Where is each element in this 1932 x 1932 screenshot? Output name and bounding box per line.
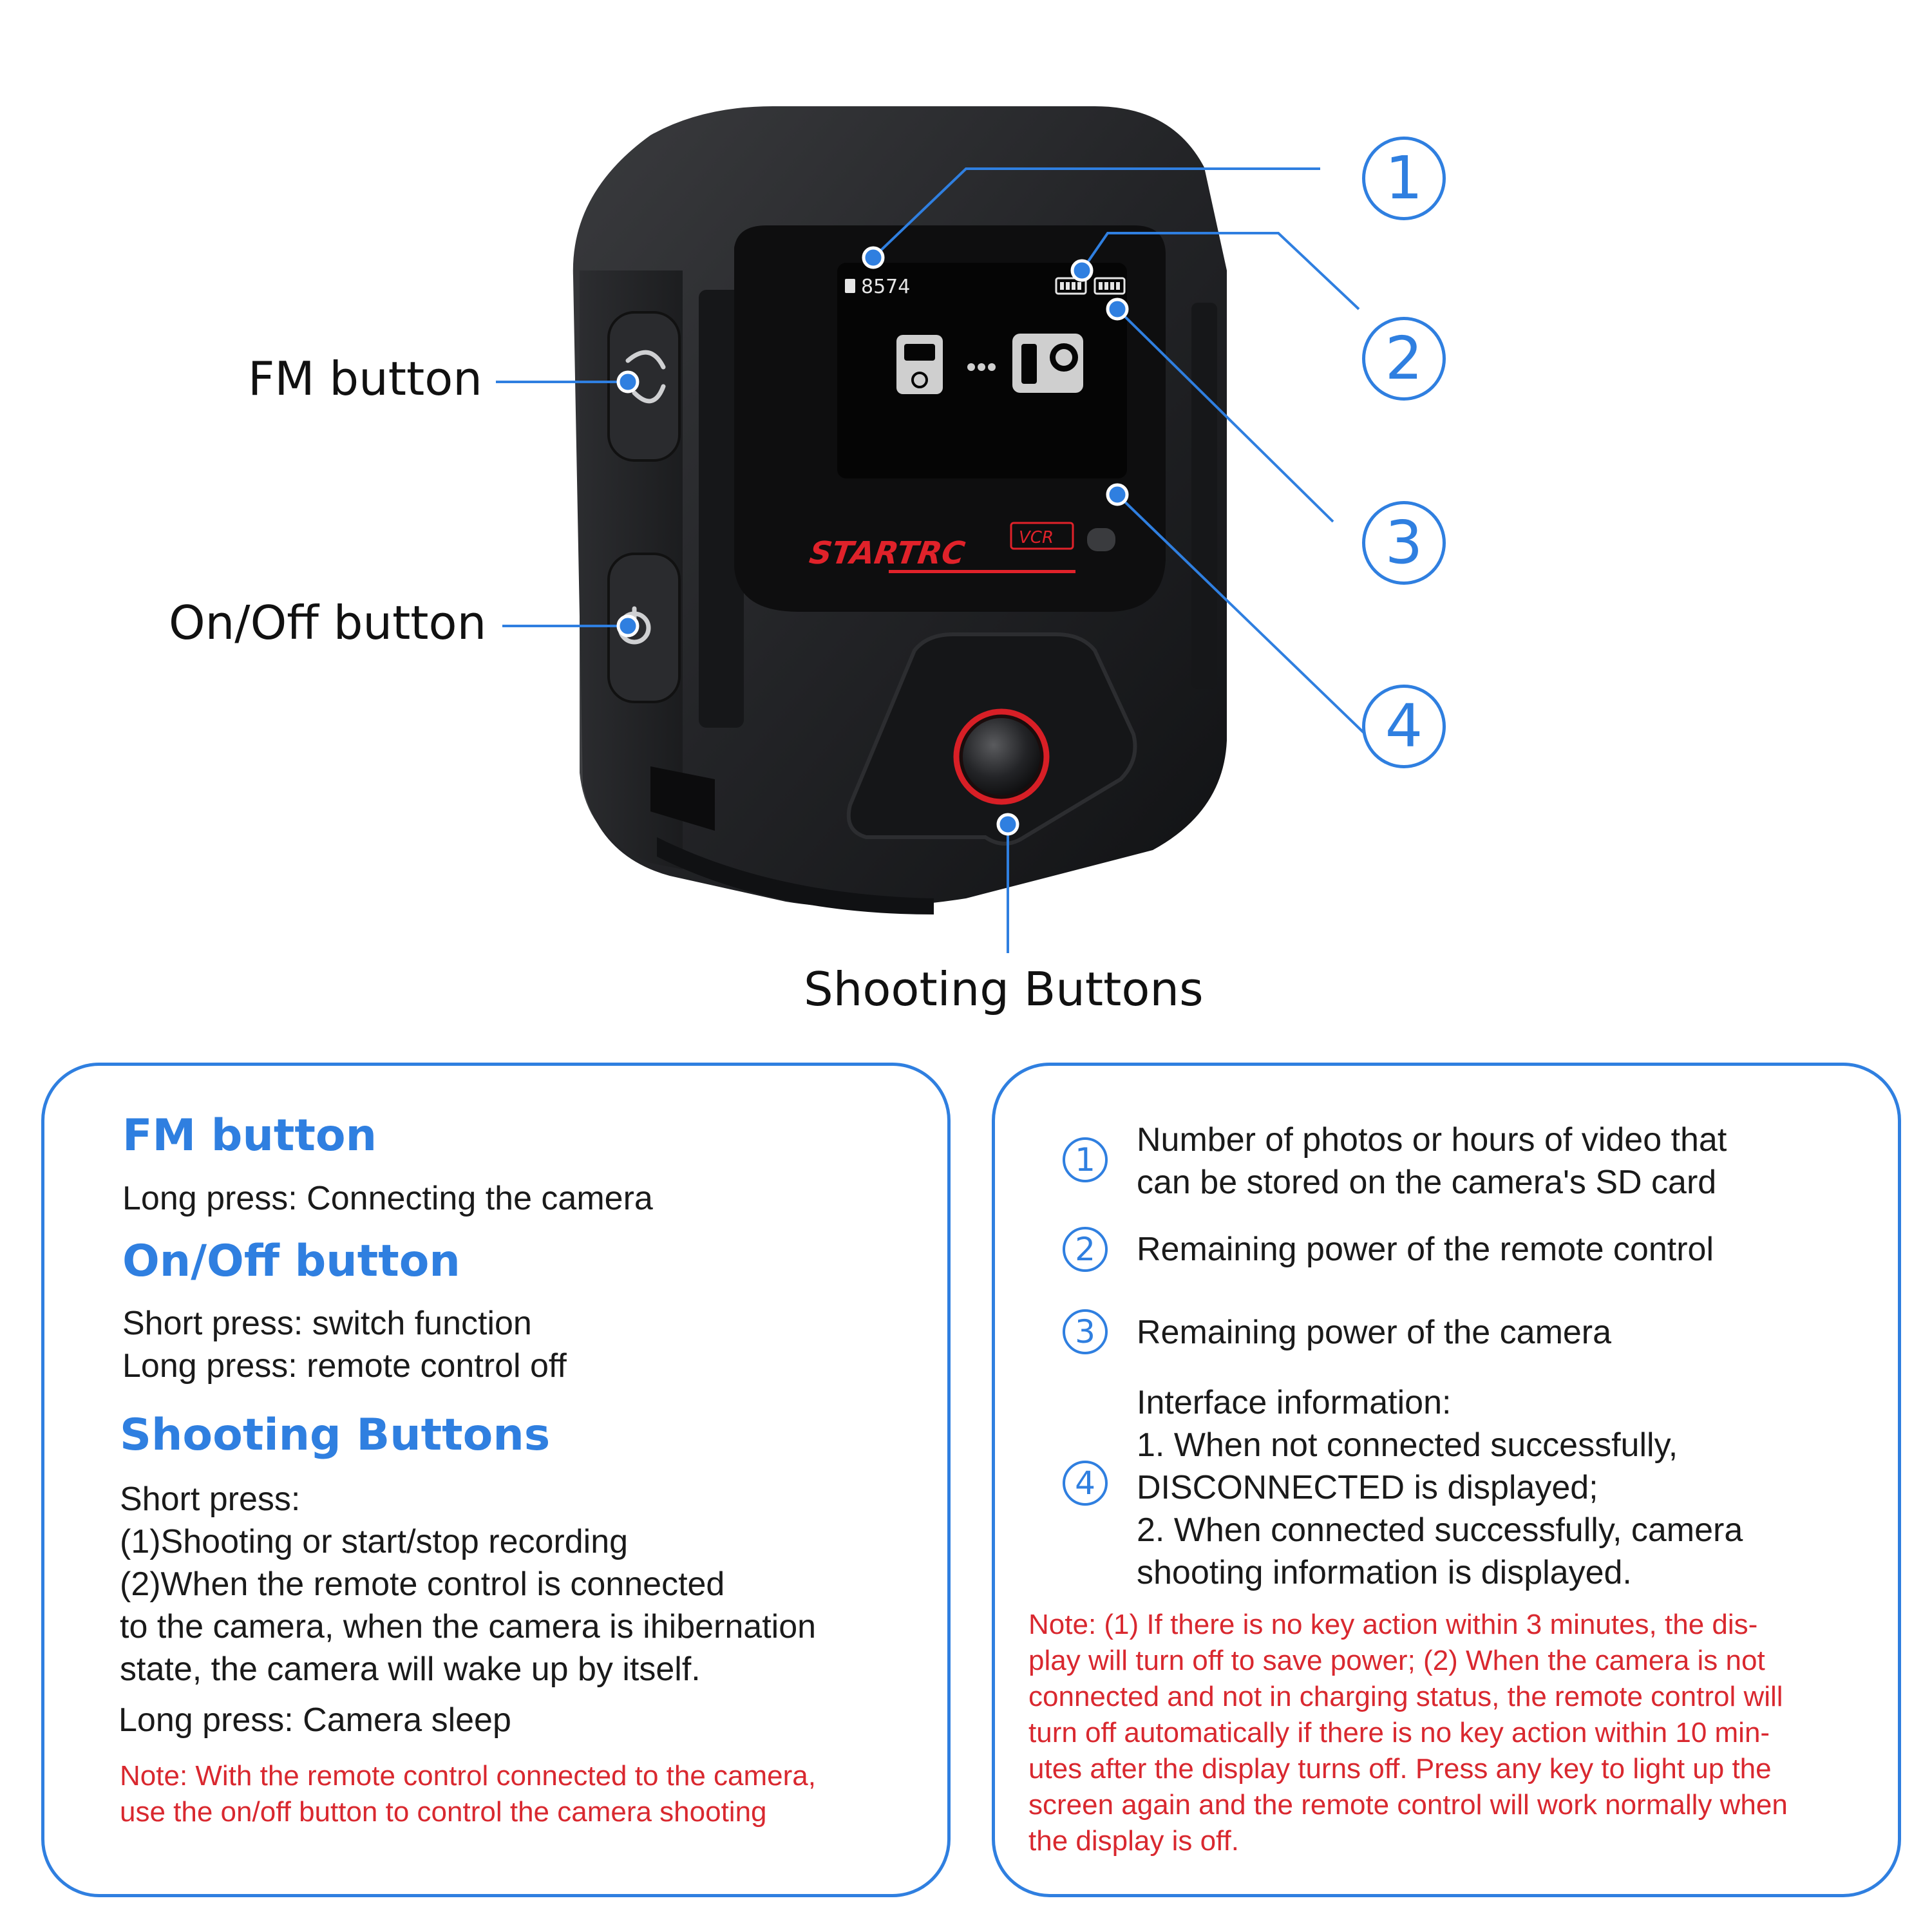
display-screen: 8574	[837, 263, 1127, 478]
fm-description: Long press: Connecting the camera	[122, 1177, 653, 1220]
brand-logo: STARTRC VCR	[807, 522, 1075, 573]
fm-line: Long press: Connecting the camera	[122, 1180, 653, 1217]
item-number-1: 1	[1063, 1137, 1108, 1182]
right-note-line: connected and not in charging status, th…	[1028, 1681, 1783, 1712]
remote-icon	[896, 335, 943, 394]
right-note-line: turn off automatically if there is no ke…	[1028, 1717, 1770, 1748]
shooting-long-press: Long press: Camera sleep	[118, 1701, 511, 1739]
right-note-line: screen again and the remote control will…	[1028, 1789, 1788, 1821]
callout-number-4: 4	[1362, 685, 1446, 768]
left-note-line: Note: With the remote control connected …	[120, 1760, 816, 1792]
remote-battery-icon	[1055, 277, 1087, 295]
item-1-text: Number of photos or hours of video that …	[1137, 1119, 1727, 1204]
item-number-2: 2	[1063, 1227, 1108, 1272]
svg-text:STARTRC: STARTRC	[807, 535, 967, 571]
fm-button-callout: FM button	[248, 352, 482, 406]
item-3-text: Remaining power of the camera	[1137, 1311, 1611, 1354]
shooting-line: Short press:	[120, 1481, 301, 1518]
remote-control-device: 8574	[496, 106, 1367, 953]
onoff-section-title: On/Off button	[122, 1236, 460, 1287]
fm-physical-button[interactable]	[607, 311, 681, 462]
item-2-text: Remaining power of the remote control	[1137, 1228, 1714, 1271]
item-line: Number of photos or hours of video that	[1137, 1121, 1727, 1159]
shooting-line: (2)When the remote control is connected	[120, 1566, 725, 1603]
connecting-dots-icon	[967, 363, 996, 371]
camera-battery-icon	[1094, 277, 1126, 295]
screen-info-panel	[992, 1063, 1901, 1897]
item-number-4: 4	[1063, 1461, 1108, 1506]
item-line: 1. When not connected successfully,	[1137, 1426, 1678, 1464]
right-note-line: utes after the display turns off. Press …	[1028, 1753, 1772, 1785]
shooting-line: to the camera, when the camera is ihiber…	[120, 1608, 817, 1645]
callout-lines	[496, 167, 1367, 953]
svg-text:VCR: VCR	[1019, 528, 1054, 547]
shooting-description: Short press: (1)Shooting or start/stop r…	[120, 1478, 816, 1690]
shooting-button[interactable]	[953, 708, 1050, 805]
right-note: Note: (1) If there is no key action with…	[1028, 1607, 1788, 1859]
item-line: shooting information is displayed.	[1137, 1554, 1632, 1591]
photo-count: 8574	[861, 276, 910, 298]
fm-section-title: FM button	[122, 1110, 377, 1161]
sd-card-icon	[845, 279, 855, 293]
callout-number-2: 2	[1362, 317, 1446, 401]
item-line: can be stored on the camera's SD card	[1137, 1164, 1717, 1201]
right-note-line: play will turn off to save power; (2) Wh…	[1028, 1645, 1765, 1676]
item-line: Remaining power of the remote control	[1137, 1231, 1714, 1268]
button-functions-panel	[41, 1063, 951, 1897]
shooting-line: (1)Shooting or start/stop recording	[120, 1523, 629, 1560]
right-note-line: the display is off.	[1028, 1825, 1239, 1857]
shooting-section-title: Shooting Buttons	[120, 1410, 551, 1461]
shooting-line: state, the camera will wake up by itself…	[120, 1651, 701, 1688]
onoff-line: Long press: remote control off	[122, 1347, 567, 1385]
left-note-line: use the on/off button to control the cam…	[120, 1796, 767, 1828]
item-line: Remaining power of the camera	[1137, 1314, 1612, 1351]
onoff-description: Short press: switch function Long press:…	[122, 1302, 567, 1387]
item-line: Interface information:	[1137, 1384, 1452, 1421]
indicator-led	[1087, 528, 1115, 551]
action-camera-icon	[1012, 334, 1083, 393]
shooting-buttons-callout: Shooting Buttons	[804, 962, 1204, 1016]
callout-dots	[616, 246, 1129, 836]
item-4-text: Interface information: 1. When not conne…	[1137, 1381, 1743, 1594]
onoff-physical-button[interactable]	[607, 553, 681, 703]
callout-number-1: 1	[1362, 137, 1446, 220]
onoff-line: Short press: switch function	[122, 1305, 532, 1342]
onoff-button-callout: On/Off button	[169, 596, 487, 650]
right-note-line: Note: (1) If there is no key action with…	[1028, 1609, 1758, 1640]
callout-number-3: 3	[1362, 501, 1446, 585]
item-line: 2. When connected successfully, camera	[1137, 1511, 1743, 1549]
item-number-3: 3	[1063, 1309, 1108, 1354]
left-note: Note: With the remote control connected …	[120, 1758, 816, 1830]
item-line: DISCONNECTED is displayed;	[1137, 1469, 1598, 1506]
